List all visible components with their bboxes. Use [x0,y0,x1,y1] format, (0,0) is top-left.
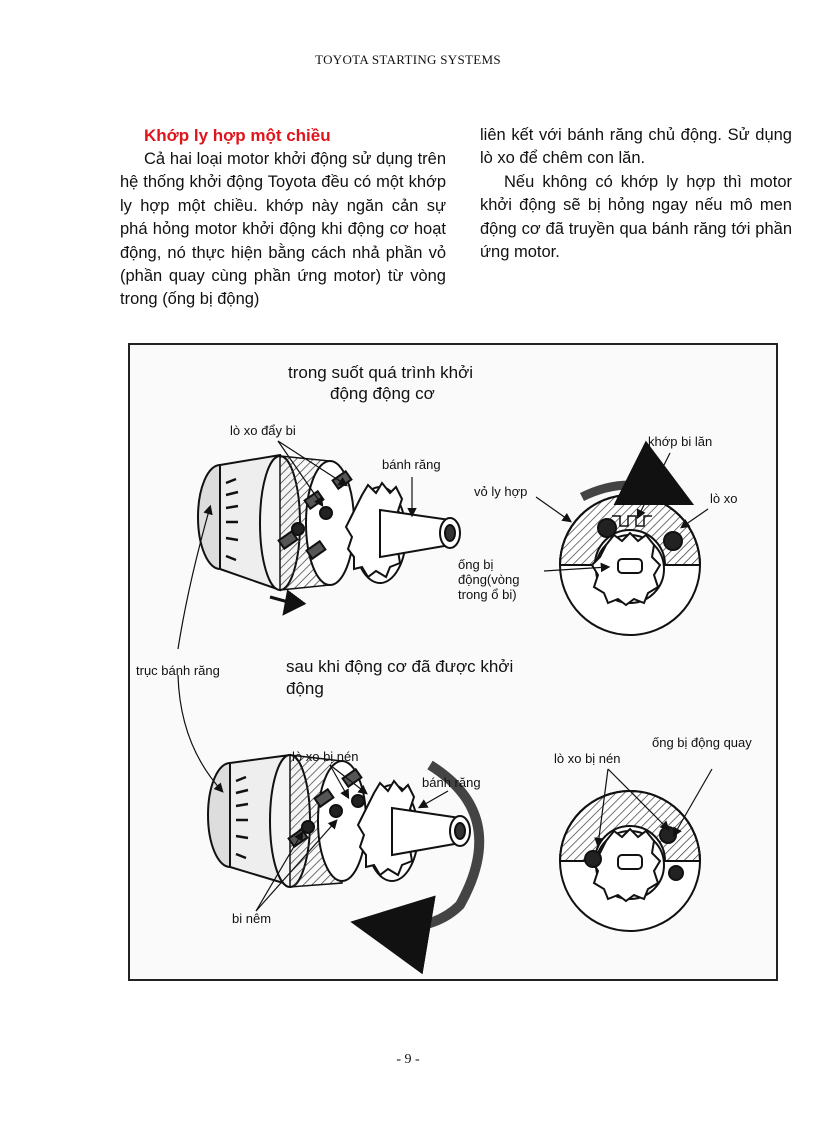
page-number: - 9 - [396,1052,420,1067]
label-spring: lò xo [710,491,737,506]
label-ball-push-spring: lò xo đẩy bi [230,423,296,438]
label-inner-race-line1: ống bị [458,557,494,572]
clutch-figure: trong suốt quá trình khởi động động cơ l… [128,343,778,981]
label-compressed-spring-right: lò xo bị nén [554,751,621,766]
left-column: Khớp ly hợp một chiều Cả hai loại motor … [120,124,446,312]
label-inner-race-line3: trong ổ bi) [458,587,517,602]
label-pinion-gear-bottom: bánh răng [422,775,481,790]
section-title: Khớp ly hợp một chiều [144,126,331,145]
right-column: liên kết với bánh răng chủ động. Sử dụng… [480,124,792,264]
label-roller-clutch: khớp bi lăn [648,434,712,449]
label-clutch-housing: vỏ ly hợp [474,484,527,499]
caption-after-start-line2: động [286,679,324,698]
right-paragraph-2: Nếu không có khớp ly hợp thì motor khởi … [480,172,792,262]
label-inner-race-rotating: ống bị động quay [652,735,752,750]
page-header: TOYOTA STARTING SYSTEMS [315,52,501,67]
label-pinion-gear-top: bánh răng [382,457,441,472]
label-inner-race-line2: động(vòng [458,572,519,587]
clutch-cross-section-bottom [558,790,702,932]
left-paragraph: Cả hai loại motor khởi động sử dụng trên… [120,150,446,309]
caption-after-start-line1: sau khi động cơ đã được khởi [286,657,513,676]
caption-during-start-line2: động động cơ [330,384,435,403]
leader-lines [177,440,713,912]
clutch-cross-section-top [558,440,702,636]
label-compressed-spring-left: lò xo bị nén [292,749,359,764]
caption-during-start-line1: trong suốt quá trình khởi [288,363,473,382]
label-pinion-shaft: trục bánh răng [136,663,220,678]
label-wedge-ball: bi nêm [232,911,271,926]
starter-clutch-top [197,453,461,616]
clutch-diagram: trong suốt quá trình khởi động động cơ l… [136,363,752,975]
starter-clutch-bottom [207,753,485,975]
right-paragraph-1: liên kết với bánh răng chủ động. Sử dụng… [480,126,792,168]
